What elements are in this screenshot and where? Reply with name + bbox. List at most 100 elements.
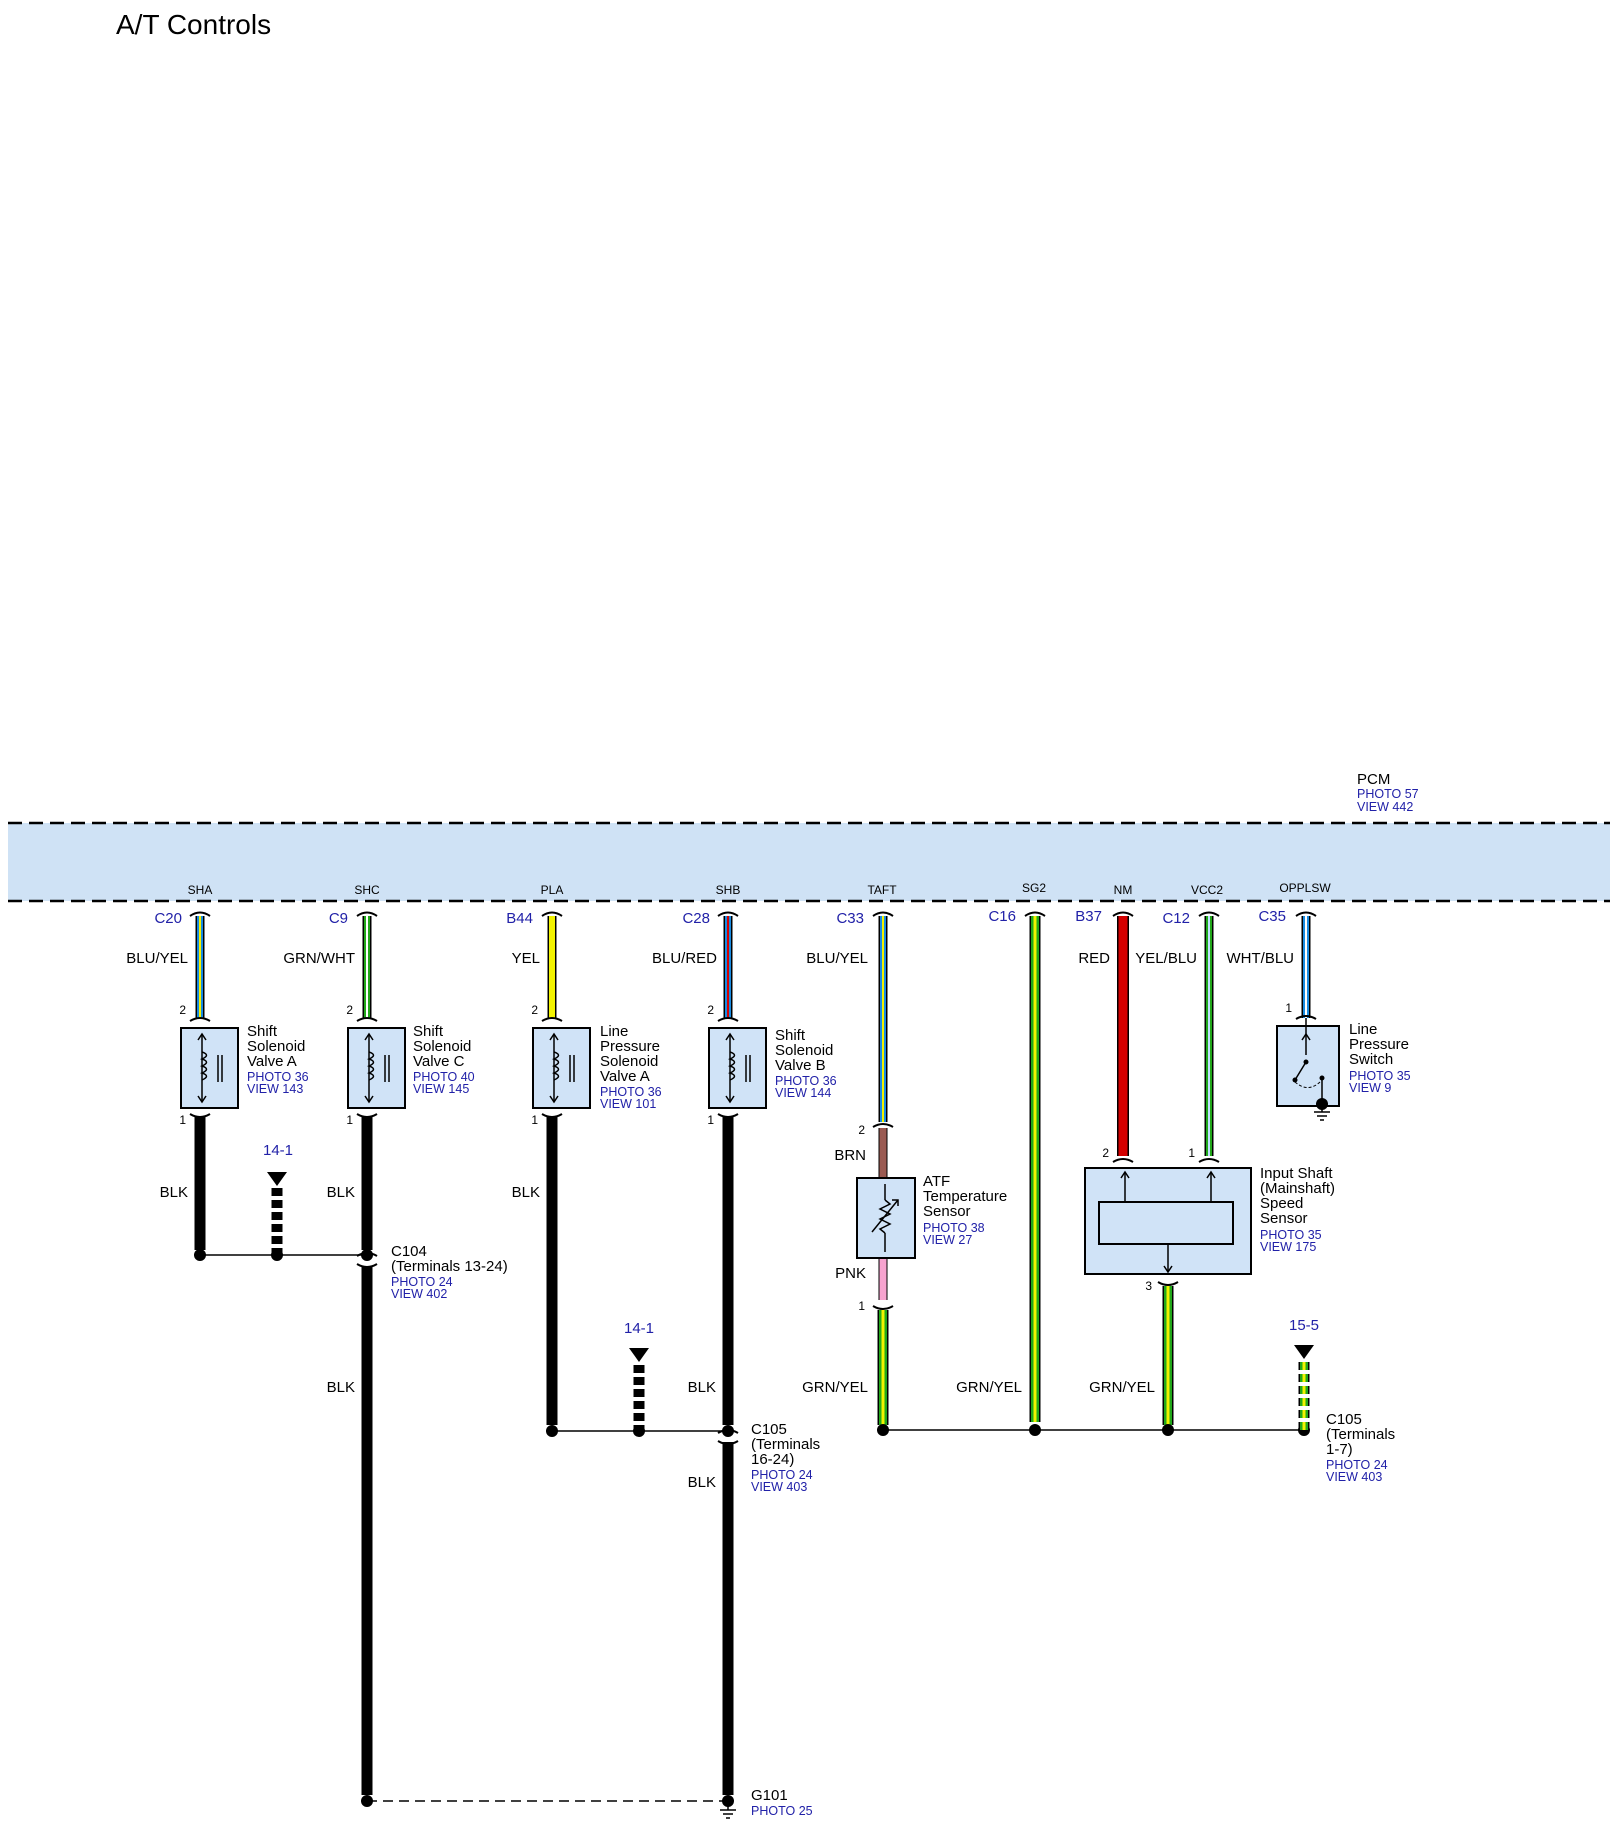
terminal-ssa-1: 1 [179, 1113, 186, 1127]
atf-photo: PHOTO 38 [923, 1221, 985, 1235]
connector-b44: B44 [506, 910, 533, 927]
wire-label-yel-blu: YEL/BLU [1135, 950, 1197, 967]
connector-c12: C12 [1162, 910, 1190, 927]
shift-solenoid-valve-a [180, 1027, 239, 1109]
ssb-label-2: Solenoid [775, 1042, 833, 1059]
connector-c28: C28 [682, 910, 710, 927]
pin-shc: SHC [354, 883, 380, 897]
c105b-name: C105 [1326, 1411, 1362, 1428]
wire-label-blu-yel-1: BLU/YEL [126, 950, 188, 967]
wire-label-pnk: PNK [835, 1265, 866, 1282]
lps-label-1: Line [600, 1023, 628, 1040]
wire-label-red: RED [1078, 950, 1110, 967]
lps-label-2: Pressure [600, 1038, 660, 1055]
lpsw-photo: PHOTO 35 [1349, 1069, 1411, 1083]
terminal-lps-2: 2 [531, 1003, 538, 1017]
lpsw-label-1: Line [1349, 1021, 1377, 1038]
c105b-detail-2: 1-7) [1326, 1441, 1353, 1458]
connector-b37: B37 [1075, 908, 1102, 925]
pin-taft: TAFT [867, 883, 897, 897]
upper-wires [195, 916, 1311, 1422]
pcm-pin-labels: SHA SHC PLA SHB TAFT SG2 NM VCC2 OPPLSW [188, 881, 1332, 897]
connector-c9: C9 [329, 910, 348, 927]
c105b-view: VIEW 403 [1326, 1470, 1382, 1484]
pcm-label: PCM [1357, 771, 1390, 788]
ssc-label-1: Shift [413, 1023, 444, 1040]
pcm-block: PCM PHOTO 57 VIEW 442 [8, 771, 1610, 903]
terminal-atf-2: 2 [858, 1123, 865, 1137]
connector-c35: C35 [1258, 908, 1286, 925]
c104-view: VIEW 402 [391, 1287, 447, 1301]
terminal-lpsw-1: 1 [1285, 1001, 1292, 1015]
ssb-view: VIEW 144 [775, 1086, 831, 1100]
c105-splice-left: 14-1 C105 (Terminals 16-24) PHOTO 24 VIE… [546, 1320, 820, 1494]
atf-label-1: ATF [923, 1173, 950, 1190]
wire-label-blk-2: BLK [327, 1184, 355, 1201]
ssc-photo: PHOTO 40 [413, 1070, 475, 1084]
c105a-detail-1: (Terminals [751, 1436, 820, 1453]
issc-view: VIEW 175 [1260, 1240, 1316, 1254]
lpsw-label-3: Switch [1349, 1051, 1393, 1068]
ssb-photo: PHOTO 36 [775, 1074, 837, 1088]
pin-nm: NM [1114, 883, 1133, 897]
ref-15-5: 15-5 [1289, 1317, 1319, 1334]
c105-splice-right: 15-5 C105 (Terminals 1-7) PHOTO 24 VIEW … [877, 1317, 1395, 1484]
issc-label-3: Speed [1260, 1195, 1303, 1212]
pcm-view-ref: VIEW 442 [1357, 800, 1413, 814]
component-labels: Shift Solenoid Valve A PHOTO 36 VIEW 143… [247, 1021, 1411, 1111]
blk-labels: BLK BLK BLK BLK BLK BLK [160, 1184, 716, 1491]
lpsw-view: VIEW 9 [1349, 1081, 1391, 1095]
ssb-label-3: Valve B [775, 1057, 826, 1074]
wire-label-brn: BRN [834, 1147, 866, 1164]
blk-ground-wires [194, 1116, 734, 1795]
c104-splice: 14-1 C104 (Terminals 13-24) PHOTO 24 VIE… [194, 1142, 508, 1301]
pcm-connector-caps [189, 911, 1317, 917]
c105a-detail-2: 16-24) [751, 1451, 794, 1468]
lps-label-4: Valve A [600, 1068, 650, 1085]
ssa-label-1: Shift [247, 1023, 278, 1040]
terminal-issc-2: 2 [1102, 1146, 1109, 1160]
terminal-lps-1: 1 [531, 1113, 538, 1127]
c104-name: C104 [391, 1243, 427, 1260]
pin-vcc2: VCC2 [1191, 883, 1223, 897]
c105a-view: VIEW 403 [751, 1480, 807, 1494]
ssc-label-2: Solenoid [413, 1038, 471, 1055]
lps-photo: PHOTO 36 [600, 1085, 662, 1099]
input-shaft-speed-sensor: Input Shaft (Mainshaft) Speed Sensor PHO… [1084, 1158, 1335, 1425]
ssa-photo: PHOTO 36 [247, 1070, 309, 1084]
shift-solenoid-valve-b [708, 1027, 767, 1109]
wire-label-blk-3: BLK [512, 1184, 540, 1201]
connector-c33: C33 [836, 910, 864, 927]
terminal-issc-1: 1 [1188, 1146, 1195, 1160]
lps-label-3: Solenoid [600, 1053, 658, 1070]
atf-temperature-sensor: BRN PNK ATF Temperature Sensor PHOTO 38 … [834, 1123, 1007, 1310]
lpsw-label-2: Pressure [1349, 1036, 1409, 1053]
wire-label-grn-yel-2: GRN/YEL [956, 1379, 1022, 1396]
wire-label-blk-5: BLK [688, 1379, 716, 1396]
ref-14-1-b: 14-1 [624, 1320, 654, 1337]
atf-view: VIEW 27 [923, 1233, 972, 1247]
pcm-photo-ref: PHOTO 57 [1357, 787, 1419, 801]
grn-yel-labels: GRN/YEL GRN/YEL GRN/YEL [802, 1379, 1155, 1396]
terminal-ssb-2: 2 [707, 1003, 714, 1017]
connector-c20: C20 [154, 910, 182, 927]
atf-label-2: Temperature [923, 1188, 1007, 1205]
wire-label-blu-yel-2: BLU/YEL [806, 950, 868, 967]
issc-label-4: Sensor [1260, 1210, 1308, 1227]
terminal-issc-3: 3 [1145, 1279, 1152, 1293]
pin-opplsw: OPPLSW [1279, 881, 1331, 895]
page-title: A/T Controls [116, 9, 271, 40]
g101-photo: PHOTO 25 [751, 1804, 813, 1818]
issc-label-2: (Mainshaft) [1260, 1180, 1335, 1197]
wire-label-grn-wht: GRN/WHT [283, 950, 355, 967]
wire-label-grn-yel-3: GRN/YEL [1089, 1379, 1155, 1396]
g101-name: G101 [751, 1787, 788, 1804]
connector-c16: C16 [988, 908, 1016, 925]
wire-label-blu-red: BLU/RED [652, 950, 717, 967]
lps-view: VIEW 101 [600, 1097, 656, 1111]
ssc-view: VIEW 145 [413, 1082, 469, 1096]
wire-label-blk-6: BLK [688, 1474, 716, 1491]
terminal-atf-1: 1 [858, 1299, 865, 1313]
wire-label-yel: YEL [512, 950, 540, 967]
